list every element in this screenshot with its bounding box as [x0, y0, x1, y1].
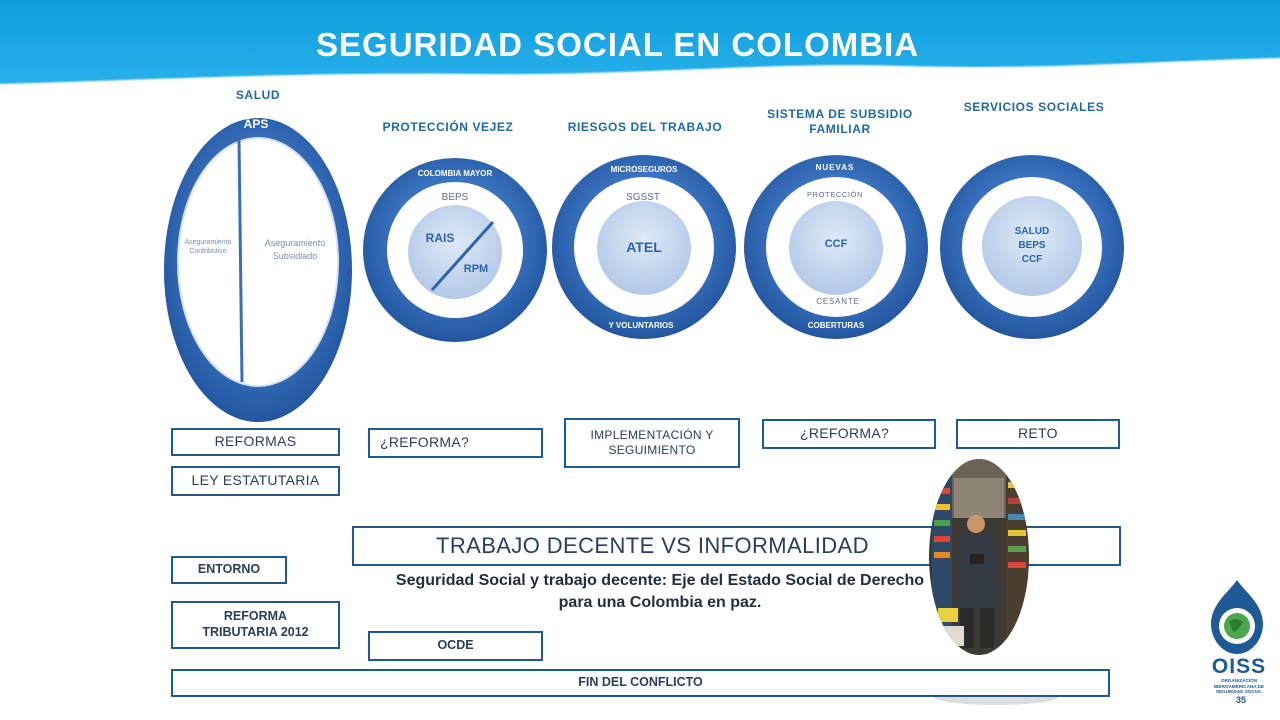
subsidio-cesante-label: CESANTE: [816, 297, 859, 306]
heading-subsidio-familiar: SISTEMA DE SUBSIDIO FAMILIAR: [752, 107, 928, 137]
vejez-rais-label: RAIS: [426, 231, 455, 245]
page-title: SEGURIDAD SOCIAL EN COLOMBIA: [316, 26, 920, 63]
box-entorno: ENTORNO: [171, 556, 287, 584]
riesgos-sgsst-label: SGSST: [626, 192, 660, 203]
header-banner: [0, 0, 1280, 85]
heading-subsidio-line1: SISTEMA DE SUBSIDIO: [767, 107, 913, 121]
box-reforma-subsidio: ¿REFORMA?: [762, 419, 936, 449]
oiss-logo-icon: [1211, 580, 1263, 654]
riesgos-diagram: MICROSEGUROS Y VOLUNTARIOS SGSST ATEL: [552, 155, 736, 339]
servicios-diagram: SALUD BEPS CCF: [940, 155, 1124, 339]
quote-text: Seguridad Social y trabajo decente: Eje …: [395, 572, 925, 611]
servicios-salud-label: SALUD: [1015, 226, 1049, 237]
vejez-ring-label: COLOMBIA MAYOR: [418, 169, 493, 178]
oiss-logo-text: OISS ORGANIZACIÓN IBEROAMERICANA DE SEGU…: [1206, 655, 1272, 695]
heading-servicios-sociales: SERVICIOS SOCIALES: [963, 100, 1105, 114]
box-ocde: OCDE: [368, 631, 543, 661]
vejez-diagram: COLOMBIA MAYOR BEPS RAIS RPM: [363, 158, 547, 342]
riesgos-ring-top-label: MICROSEGUROS: [611, 165, 678, 174]
riesgos-ring-bottom-label: Y VOLUNTARIOS: [608, 321, 674, 330]
heading-proteccion-vejez: PROTECCIÓN VEJEZ: [382, 120, 514, 134]
street-vendor-photo: [929, 459, 1029, 655]
heading-riesgos-trabajo: RIESGOS DEL TRABAJO: [567, 120, 723, 134]
riesgos-atel-label: ATEL: [626, 239, 662, 255]
page-number: 35: [1236, 695, 1247, 705]
heading-subsidio-line2: FAMILIAR: [809, 122, 871, 136]
subsidio-ring-top-label: NUEVAS: [816, 163, 855, 172]
box-fin-conflicto: FIN DEL CONFLICTO: [171, 669, 1110, 697]
subsidio-proteccion-label: PROTECCIÓN: [807, 190, 863, 199]
heading-salud: SALUD: [235, 88, 281, 102]
servicios-beps-label: BEPS: [1018, 240, 1046, 251]
box-reformas: REFORMAS: [171, 428, 340, 456]
servicios-ccf-label: CCF: [1022, 254, 1043, 265]
box-reto: RETO: [956, 419, 1120, 449]
box-reforma-vejez: ¿REFORMA?: [368, 428, 543, 458]
oiss-logo-subtitle: ORGANIZACIÓN IBEROAMERICANA DE SEGURIDAD…: [1213, 678, 1265, 694]
salud-aps-label: APS: [244, 117, 269, 131]
box-reforma-tributaria: REFORMA TRIBUTARIA 2012: [171, 601, 340, 649]
vejez-beps-label: BEPS: [442, 192, 469, 203]
subsidio-diagram: NUEVAS COBERTURAS PROTECCIÓN CCF CESANTE: [744, 155, 928, 339]
subsidio-ring-bottom-label: COBERTURAS: [808, 321, 865, 330]
oiss-logo-name: OISS: [1211, 655, 1267, 678]
subsidio-ccf-label: CCF: [825, 238, 848, 250]
box-implementacion-seguimiento: IMPLEMENTACIÓN Y SEGUIMIENTO: [564, 418, 740, 468]
box-ley-estatutaria: LEY ESTATUTARIA: [171, 466, 340, 496]
vejez-rpm-label: RPM: [464, 263, 488, 275]
